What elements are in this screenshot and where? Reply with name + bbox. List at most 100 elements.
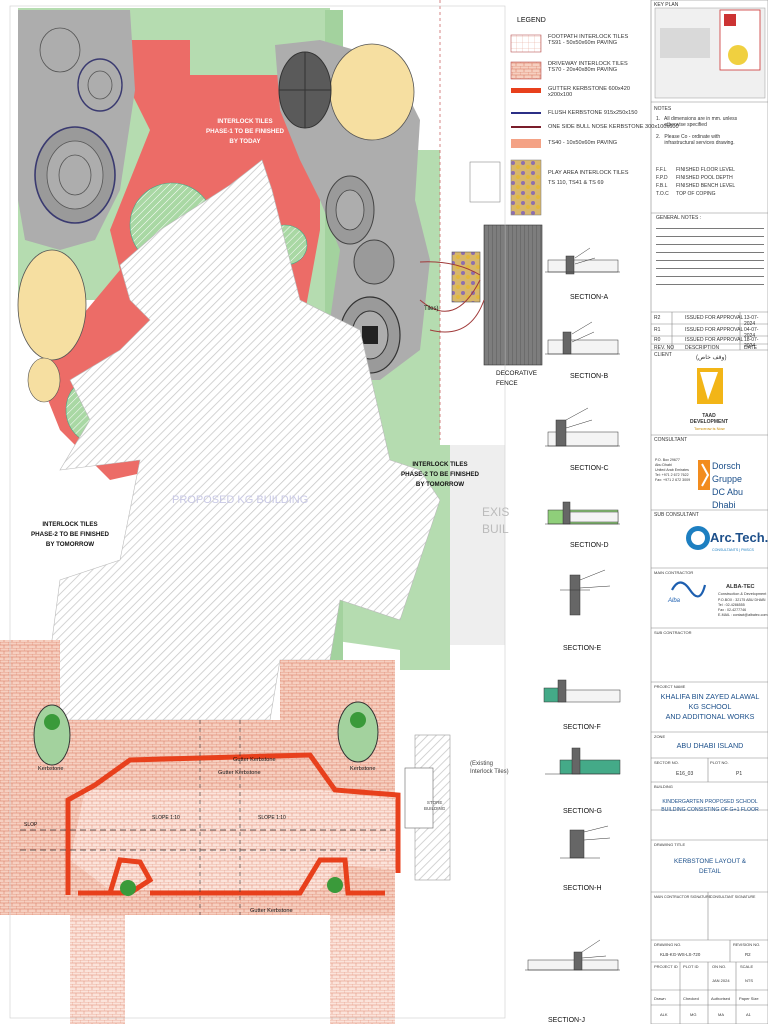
date-value: JAN 2024: [712, 978, 730, 983]
checked-value: MG: [690, 1012, 697, 1017]
rev-r0-no: R0: [654, 337, 661, 343]
plot-value: P1: [736, 771, 743, 777]
label-slope-mid2: SLOPE 1:10: [258, 815, 286, 821]
label-proposed-building: PROPOSED KG BUILDING: [172, 494, 309, 506]
label-kerbstone-left: Kerbstone: [38, 766, 64, 772]
plot-id-label: PLOT ID: [683, 964, 699, 969]
label-slope-left: SLOP: [24, 822, 38, 828]
legend-item-bullnose: ONE SIDE BULL NOSE KERBSTONE 300x100x600: [548, 124, 679, 130]
main-signature-label: MAIN CONTRACTOR SIGNATURE: [654, 895, 711, 899]
client-label: CLIENT: [654, 352, 672, 358]
section-a-label: SECTION-A: [570, 294, 609, 301]
paper-value: A1: [746, 1012, 751, 1017]
section-c-drawing: [545, 407, 620, 447]
rev-r2-no: R2: [654, 315, 661, 321]
key-plan-thumbnail: [654, 7, 766, 99]
client-arabic: (وقف خاص): [696, 355, 727, 361]
section-d-label: SECTION-D: [570, 542, 609, 549]
section-g-drawing: [545, 747, 621, 775]
label-existing-tiles: (Existing Interlock Tiles): [470, 761, 509, 775]
section-a-drawing: [545, 247, 620, 275]
label-tiles-mark: Tiles): [424, 306, 439, 312]
abbr-toc-value: TOP OF COPING: [676, 191, 716, 197]
rev-r2-date: 13-07-2024: [744, 315, 759, 327]
legend-item-play: PLAY AREA INTERLOCK TILES TS 110, TS41 &…: [548, 170, 629, 186]
abbr-fpd-key: F.P.D: [656, 175, 668, 181]
general-notes-title: GENERAL NOTES :: [656, 215, 702, 221]
legend-item-flush: FLUSH KERBSTONE 915x250x150: [548, 110, 638, 116]
section-f-drawing: [543, 679, 621, 703]
contractor-name: ALBA-TEC: [726, 584, 755, 590]
section-j-label: SECTION-J: [548, 1017, 585, 1024]
drawing-no-label: DRAWING NO.: [654, 942, 682, 947]
plot-label: PLOT NO.: [710, 760, 729, 765]
client-tagline: Tomorrow is Now: [694, 426, 725, 431]
contractor-details: P.O.BOX : 32175 ABU DHABI Tel : 02-42865…: [718, 598, 768, 617]
sub-consultant-name: Arc.Tech.: [710, 530, 768, 545]
section-f-label: SECTION-F: [563, 724, 601, 731]
label-store-building: STORE BUILDING: [424, 800, 446, 811]
label-slope-mid: SLOPE 1:10: [152, 815, 180, 821]
note-2: 2. Please Co - ordinate with infrastruct…: [656, 134, 735, 146]
section-g-label: SECTION-G: [563, 808, 602, 815]
rev-r0-desc: ISSUED FOR APPROVAL: [685, 337, 744, 343]
abbr-fbl-value: FINISHED BENCH LEVEL: [676, 183, 736, 189]
section-b-label: SECTION-B: [570, 373, 609, 380]
zone-label: ZONE: [654, 734, 666, 739]
consultant-name: Dorsch Gruppe DC Abu Dhabi: [712, 461, 744, 510]
abbr-fbl-key: F.B.L: [656, 183, 668, 189]
legend-swatches: [469, 34, 542, 216]
drawn-label: Drawn: [654, 996, 666, 1001]
note-1: 1. All dimensions are in mm. unless othe…: [656, 116, 738, 128]
on-no-label: ON NO.: [712, 964, 727, 969]
section-details: [525, 247, 621, 971]
abbr-ffl-key: F.F.L: [656, 167, 667, 173]
rev-r0-date: 18-07-2024: [744, 337, 759, 349]
building-value: KINDERGARTEN PROPOSED SCHOOL BUILDING CO…: [661, 799, 759, 813]
revision-no: R2: [745, 952, 751, 957]
label-phase2-left: INTERLOCK TILES PHASE-2 TO BE FINISHED B…: [31, 521, 109, 548]
legend-title: LEGEND: [517, 17, 546, 24]
project-label: PROJECT NAME: [654, 684, 686, 689]
scale-label: SCALE: [740, 964, 754, 969]
project-id-label: PROJECT ID: [654, 964, 678, 969]
authorised-label: Authorised: [711, 996, 731, 1001]
section-e-label: SECTION-E: [563, 645, 602, 652]
consultant-label: CONSULTANT: [654, 437, 688, 443]
title-block-frame: [650, 0, 768, 1024]
sub-consultant-label: SUB CONSULTANT: [654, 512, 699, 518]
authorised-value: MA: [718, 1012, 724, 1017]
sub-consultant-logo: [686, 526, 710, 550]
general-notes-body: [656, 224, 764, 288]
notes-title: NOTES: [654, 106, 672, 112]
rev-r1-desc: ISSUED FOR APPROVAL: [685, 327, 744, 333]
legend-item-driveway: DRIVEWAY INTERLOCK TILES TS70 - 20x40x80…: [548, 61, 628, 74]
rev-r1-date: 04-07-2024: [744, 327, 759, 339]
rev-r2-desc: ISSUED FOR APPROVAL: [685, 315, 744, 321]
abbr-ffl-value: FINISHED FLOOR LEVEL: [676, 167, 735, 173]
key-plan-label: KEY PLAN: [654, 2, 679, 8]
section-c-label: SECTION-C: [570, 465, 609, 472]
label-gutter-top2: Gutter Kerbstone: [218, 770, 261, 776]
section-h-drawing: [560, 825, 611, 859]
label-phase2-right: INTERLOCK TILES PHASE-2 TO BE FINISHED B…: [401, 461, 479, 488]
section-h-label: SECTION-H: [563, 885, 602, 892]
sector-value: E16_03: [676, 771, 694, 777]
sub-contractor-label: SUB CONTRACTOR: [654, 630, 692, 635]
contractor-sub: Construction & Development: [718, 592, 767, 596]
section-j-drawing: [525, 939, 620, 971]
scale-value: NTS: [745, 978, 753, 983]
label-phase1: INTERLOCK TILES PHASE-1 TO BE FINISHED B…: [206, 118, 284, 145]
drawn-value: ALK: [660, 1012, 668, 1017]
consultant-logo: [698, 460, 710, 490]
client-logo: [697, 368, 723, 404]
project-name: KHALIFA BIN ZAYED ALAWAL KG SCHOOL AND A…: [660, 692, 760, 721]
client-logo-text: TAAD DEVELOPMENT: [690, 413, 729, 425]
contractor-logo: [671, 581, 707, 598]
site-plan: [0, 0, 543, 1024]
section-d-drawing: [545, 501, 620, 525]
abbr-fpd-value: FINISHED POOL DEPTH: [676, 175, 733, 181]
label-kerbstone-right: Kerbstone: [350, 766, 376, 772]
rev-header-date: DATE: [744, 345, 757, 351]
